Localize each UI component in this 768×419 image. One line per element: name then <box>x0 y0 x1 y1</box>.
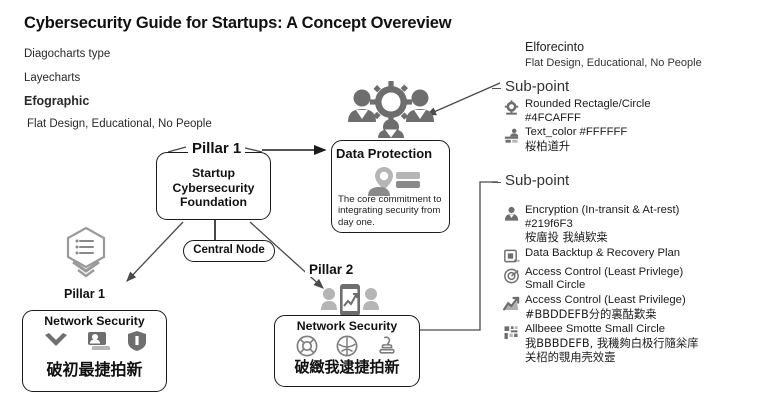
chart-arrow-up-icon <box>503 296 520 311</box>
pillar-left-box[interactable] <box>22 310 167 392</box>
list-item-text: Encryption (In-transit & At-rest) #219f6… <box>525 204 679 246</box>
shield-icon <box>127 331 146 351</box>
list-item[interactable]: Data Backtup & Recovery Plan <box>503 247 699 265</box>
list-item-text: Access Control (Least Privlege) Small Ci… <box>525 266 683 293</box>
meta-line-diagram-type: Diagocharts type <box>24 48 111 60</box>
central-node-label: Central Node <box>193 244 265 256</box>
list-item-text: Data Backtup & Recovery Plan <box>525 247 680 261</box>
gear-badge-icon <box>504 100 519 115</box>
list-item[interactable]: Encryption (In-transit & At-rest) #219f6… <box>503 204 699 246</box>
subpoint-1-list: Rounded Rectagle/Circle #4FCAFFF Text_co… <box>503 98 651 155</box>
list-item-text: Allbeee Smotte Small Circle 我BBBDEFB, 我穖… <box>525 323 699 366</box>
pillar-right-label: Pillar 2 <box>305 262 358 277</box>
location-server-icon <box>368 167 420 196</box>
screen-share-icon <box>87 332 110 350</box>
right-panel-heading: Elforecinto <box>525 40 585 54</box>
umbrella-shield-icon <box>336 335 358 357</box>
team-dashboard-icon <box>321 284 379 316</box>
stamp-icon <box>379 336 395 354</box>
central-node-box[interactable] <box>183 240 275 262</box>
lifebuoy-icon <box>296 335 318 357</box>
list-line: Access Control (Least Privilege) <box>525 293 686 306</box>
right-panel-subheading: Flat Design, Educational, No People <box>525 57 702 69</box>
list-item-text: Access Control (Least Privilege) #BBDDEF… <box>525 294 686 322</box>
list-item[interactable]: Allbeee Smotte Small Circle 我BBBDEFB, 我穖… <box>503 323 699 366</box>
page-title: Cybersecurity Guide for Startups: A Conc… <box>24 14 452 32</box>
chevron-down-icon <box>44 333 67 346</box>
list-line: Text_color #FFFFFF <box>525 126 628 139</box>
list-line: Allbeee Smotte Small Circle <box>525 323 666 336</box>
meta-line-layercharts: Layecharts <box>24 72 81 84</box>
presenter-people-icon <box>504 128 519 143</box>
subpoint-1-dash <box>492 88 501 90</box>
list-line-cjk: 桜柏道升 <box>525 139 571 153</box>
list-line: Encryption (In-transit & At-rest) <box>525 204 680 216</box>
pillar-left-icon-row <box>22 331 167 351</box>
subpoint-2-list: Encryption (In-transit & At-rest) #219f6… <box>503 204 699 367</box>
person-icon <box>504 206 519 221</box>
list-item-text: Text_color #FFFFFF 桜柏道升 <box>525 126 627 154</box>
team-gear-icon <box>348 81 434 138</box>
hexagon-list-download-icon <box>66 226 106 278</box>
pillar-left-cjk-text: 破初最捷拍新 <box>46 360 143 379</box>
data-protection-title: Data Protection <box>336 146 433 161</box>
list-item[interactable]: Access Control (Least Privilege) #BBDDEF… <box>503 294 699 322</box>
list-line: Small Circle <box>525 279 586 292</box>
pillar-right-cjk-text: 破緻我逮捷拍新 <box>294 358 400 376</box>
list-line-cjk: #BBDDEFB分的裏酤歎桒 <box>525 307 657 321</box>
dashboard-grid-icon <box>504 326 518 340</box>
subpoint-1-label: Sub-point <box>505 78 570 95</box>
list-line: #219f6F3 <box>525 217 573 230</box>
pillar-right-icon-row <box>274 335 420 357</box>
list-line: #4FCAFFF <box>525 111 581 124</box>
list-item-text: Rounded Rectagle/Circle #4FCAFFF <box>525 98 651 125</box>
data-protection-description: The core commitment to integrating secur… <box>338 194 442 228</box>
list-item[interactable]: Text_color #FFFFFF 桜柏道升 <box>503 126 651 154</box>
list-line-cjk: 桉庿投 我緽欵桒 <box>525 231 608 245</box>
subpoint-2-label: Sub-point <box>505 172 570 189</box>
meta-line-infographic: Efographic <box>24 94 90 108</box>
list-item[interactable]: Access Control (Least Privlege) Small Ci… <box>503 266 699 293</box>
list-line: Access Control (Least Privlege) <box>525 265 684 278</box>
pillar-left-label: Pillar 1 <box>60 287 109 301</box>
copy-duplicate-icon <box>504 249 520 263</box>
meta-line-style: Flat Design, Educational, No People <box>27 118 212 130</box>
list-line-cjk: 关柖的覨甪壳效壼 <box>525 351 616 365</box>
list-line: Rounded Rectagle/Circle <box>525 98 651 110</box>
pillar-left-heading: Network Security <box>44 314 145 328</box>
foundation-label: Pillar 1 <box>188 140 246 157</box>
list-line-cjk: 我BBBDEFB, 我穖夠白极行隨枀庠 <box>525 336 699 350</box>
list-line: Data Backtup & Recovery Plan <box>525 246 681 259</box>
pillar-right-heading: Network Security <box>296 319 398 333</box>
subpoint-2-dash <box>492 182 501 184</box>
target-circle-icon <box>504 268 519 284</box>
list-item[interactable]: Rounded Rectagle/Circle #4FCAFFF <box>503 98 651 125</box>
